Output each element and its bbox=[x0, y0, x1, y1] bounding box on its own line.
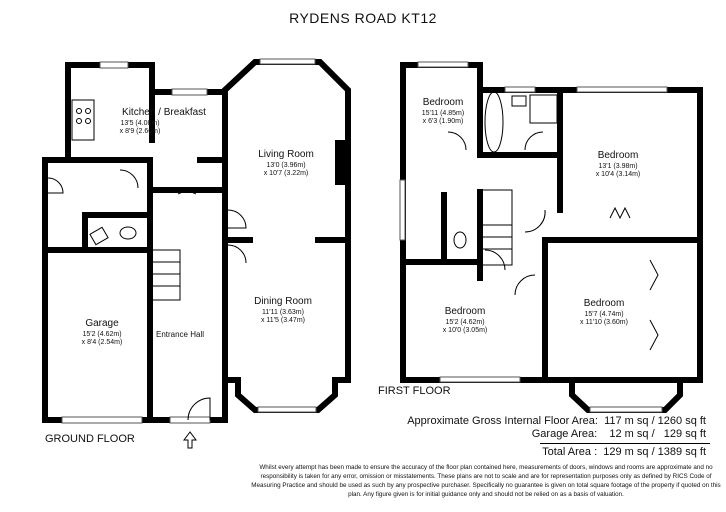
disclaimer: Whilst every attempt has been made to en… bbox=[251, 464, 721, 498]
room-labels: Kitchen / Breakfast 13'5 (4.08m) x 8'9 (… bbox=[82, 97, 641, 346]
room-dimension: 15'2 (4.62m) bbox=[445, 319, 484, 326]
room-name: Bedroom bbox=[584, 298, 625, 309]
room-name: Garage bbox=[85, 318, 119, 329]
ground-floor-label: GROUND FLOOR bbox=[45, 433, 135, 445]
room-dimension: x 6'3 (1.90m) bbox=[423, 118, 464, 125]
first-floor-fixtures bbox=[447, 91, 659, 351]
plan-title: RYDENS ROAD KT12 bbox=[289, 10, 437, 26]
room-dimension: x 10'7 (3.22m) bbox=[264, 170, 309, 177]
room-name: Bedroom bbox=[445, 306, 486, 317]
room-dimension: 15'2 (4.62m) bbox=[82, 331, 121, 338]
room-dimension: x 11'10 (3.60m) bbox=[580, 319, 628, 326]
room-dimension: 13'0 (3.96m) bbox=[266, 162, 305, 169]
room-dimension: x 8'4 (2.54m) bbox=[82, 339, 123, 346]
ground-floor-walls bbox=[42, 59, 351, 423]
room-name: Dining Room bbox=[254, 296, 312, 307]
room-dimension: 11'11 (3.63m) bbox=[262, 309, 304, 316]
first-floor-walls bbox=[400, 62, 703, 413]
room-dimension: 15'11 (4.85m) bbox=[422, 110, 464, 117]
room-dimension: x 10'0 (3.05m) bbox=[443, 327, 488, 334]
room-name: Living Room bbox=[258, 149, 314, 160]
ground-floor-fixtures bbox=[47, 99, 247, 449]
room-name: Bedroom bbox=[423, 97, 464, 108]
room-dimension: x 8'9 (2.66m) bbox=[120, 128, 161, 135]
ground-floor-windows bbox=[61, 58, 317, 424]
area-divider bbox=[540, 443, 710, 444]
room-dimension: 13'5 (4.08m) bbox=[120, 120, 159, 127]
room-dimension: 13'1 (3.98m) bbox=[598, 163, 637, 170]
room-name: Entrance Hall bbox=[156, 330, 204, 339]
gross-area: Approximate Gross Internal Floor Area: 1… bbox=[407, 415, 706, 427]
first-floor-windows bbox=[399, 61, 668, 413]
first-floor-label: FIRST FLOOR bbox=[378, 385, 451, 397]
garage-area: Garage Area: 12 m sq / 129 sq ft bbox=[531, 428, 706, 440]
room-dimension: x 10'4 (3.14m) bbox=[596, 171, 641, 178]
room-name: Kitchen / Breakfast bbox=[122, 107, 206, 118]
room-dimension: x 11'5 (3.47m) bbox=[261, 317, 305, 324]
room-dimension: 15'7 (4.74m) bbox=[584, 311, 623, 318]
total-area: Total Area : 129 m sq / 1389 sq ft bbox=[542, 446, 706, 458]
room-name: Bedroom bbox=[598, 150, 639, 161]
